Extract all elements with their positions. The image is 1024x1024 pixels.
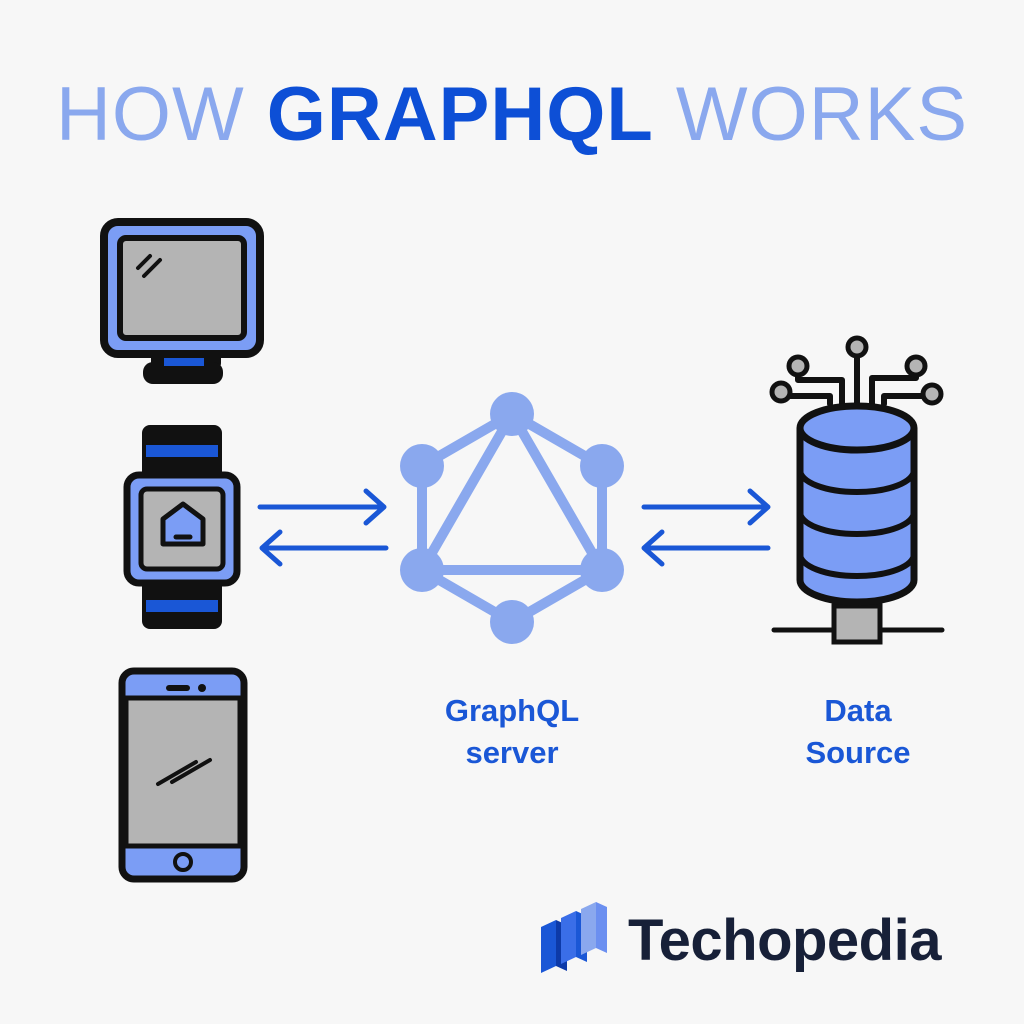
graphql-server-label-line2: server <box>465 735 559 770</box>
database-server-icon <box>769 335 945 645</box>
monitor-icon <box>100 218 264 384</box>
arrow-left-icon <box>641 529 771 567</box>
client-server-arrows <box>257 488 389 567</box>
brand-name: Techopedia <box>628 908 941 973</box>
data-source-label-line1: Data <box>824 693 892 728</box>
title-works: WORKS <box>675 72 969 157</box>
server-datasource-arrows <box>641 488 771 567</box>
smartwatch-icon <box>123 425 241 629</box>
data-source-label: Data Source <box>758 690 958 774</box>
arrow-left-icon <box>259 529 389 567</box>
title-graphql: GRAPHQL <box>266 72 654 157</box>
techopedia-logo-icon <box>541 902 607 973</box>
arrow-right-icon <box>641 488 771 526</box>
arrow-right-icon <box>257 488 387 526</box>
title-how: HOW <box>55 72 245 157</box>
graphql-server-label-line1: GraphQL <box>444 693 580 728</box>
graphql-logo-icon <box>400 392 624 644</box>
page-title: HOW GRAPHQL WORKS <box>0 70 1024 160</box>
graphql-server-label: GraphQL server <box>402 690 622 774</box>
smartphone-icon <box>118 667 248 883</box>
data-source-label-line2: Source <box>805 735 911 770</box>
